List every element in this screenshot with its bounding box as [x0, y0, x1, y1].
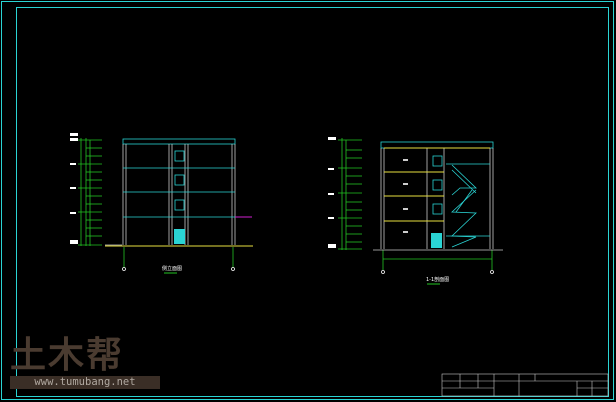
- side-elevation: [70, 133, 253, 274]
- section-title: 1-1剖面图: [426, 277, 450, 283]
- side-elevation-title: 侧立面图: [162, 266, 183, 272]
- watermark-logo: 土木帮: [10, 335, 125, 376]
- watermark-url: www.tumubang.net: [10, 376, 160, 389]
- section-1-1: [328, 137, 503, 285]
- inner-frame: [16, 7, 609, 397]
- title-block: [441, 373, 609, 397]
